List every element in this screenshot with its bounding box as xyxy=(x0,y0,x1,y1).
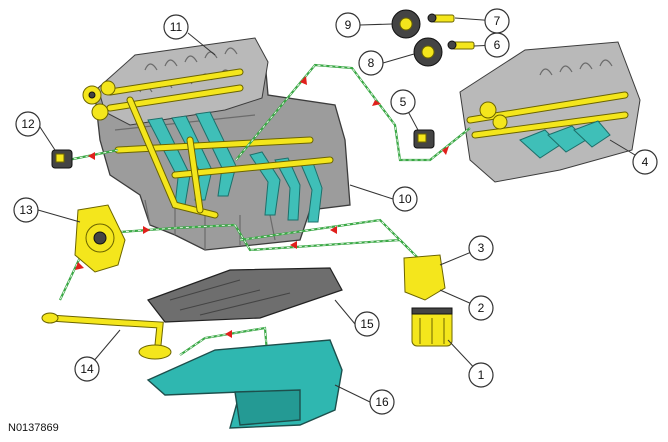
camshaft-sprocket-9 xyxy=(391,9,421,39)
oil-flow-lines xyxy=(59,63,471,366)
callout-14: 14 xyxy=(74,356,100,382)
main-oil-gallery xyxy=(114,96,334,219)
camshaft-sprocket-8 xyxy=(413,37,443,67)
callout-3-label: 3 xyxy=(478,241,485,255)
callout-7-label: 7 xyxy=(494,14,501,28)
callout-13-label: 13 xyxy=(19,203,33,217)
callout-10-label: 10 xyxy=(398,192,412,206)
oil-filter-adapter xyxy=(403,254,446,301)
vct-solenoid-5 xyxy=(413,129,435,149)
callout-2: 2 xyxy=(468,295,494,321)
callout-16: 16 xyxy=(369,389,395,415)
oil-filter xyxy=(411,307,453,347)
callout-14-label: 14 xyxy=(80,362,94,376)
callout-7: 7 xyxy=(484,8,510,34)
callout-5-label: 5 xyxy=(400,95,407,109)
callout-9: 9 xyxy=(335,12,361,38)
callout-15-label: 15 xyxy=(360,317,374,331)
callout-15: 15 xyxy=(354,311,380,337)
oil-pan xyxy=(146,339,343,429)
cylinder-oil-passages xyxy=(147,111,323,223)
bolt-6 xyxy=(447,40,475,50)
callout-12-label: 12 xyxy=(21,117,35,131)
callout-6-label: 6 xyxy=(494,38,501,52)
bolt-7 xyxy=(427,13,455,23)
callout-8: 8 xyxy=(358,50,384,76)
callout-1: 1 xyxy=(468,362,494,388)
callout-11: 11 xyxy=(163,14,189,40)
oil-pump xyxy=(74,204,126,273)
callout-9-label: 9 xyxy=(345,18,352,32)
callout-11-label: 11 xyxy=(170,20,183,34)
callout-16-label: 16 xyxy=(375,395,389,409)
oil-pan-gasket xyxy=(147,267,343,323)
left-cylinder-head xyxy=(82,37,269,126)
callout-5: 5 xyxy=(390,89,416,115)
callout-4: 4 xyxy=(632,149,658,175)
callout-1-label: 1 xyxy=(478,368,485,382)
callout-2-label: 2 xyxy=(478,301,485,315)
callout-6: 6 xyxy=(484,32,510,58)
oil-pickup-tube xyxy=(41,312,172,360)
vct-solenoid-12 xyxy=(51,149,73,169)
right-cylinder-head xyxy=(459,41,641,183)
callout-10: 10 xyxy=(392,186,418,212)
callout-4-label: 4 xyxy=(642,155,649,169)
figure-reference-code: N0137869 xyxy=(8,422,59,434)
callout-8-label: 8 xyxy=(368,56,375,70)
callout-13: 13 xyxy=(13,197,39,223)
callout-12: 12 xyxy=(15,111,41,137)
callout-3: 3 xyxy=(468,235,494,261)
